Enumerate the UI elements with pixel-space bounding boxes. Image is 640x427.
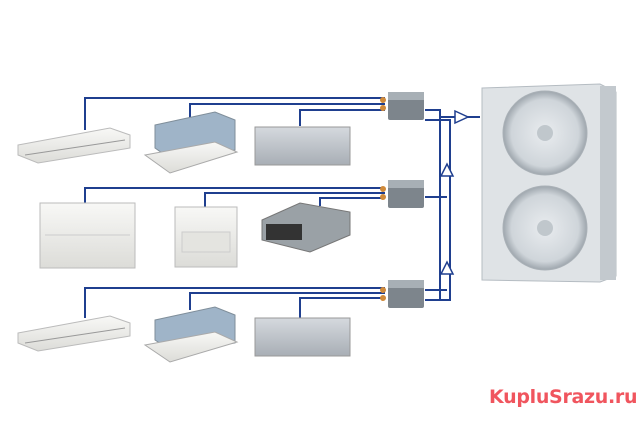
branch-box-3 <box>380 280 424 308</box>
cassette-unit-2 <box>143 306 239 363</box>
branch-box-1 <box>380 92 424 120</box>
watermark: KupluSrazu.ru <box>489 386 638 408</box>
ceiling-unit-1 <box>17 127 131 164</box>
wall-unit-2 <box>254 317 351 357</box>
branch-box-2 <box>380 180 424 208</box>
refrigerant-pipes <box>84 97 480 318</box>
outdoor-unit <box>481 83 617 283</box>
cassette-unit-1 <box>143 111 239 174</box>
ceiling-unit-2 <box>17 315 131 352</box>
flow-arrows <box>439 109 470 275</box>
console-unit <box>174 206 238 268</box>
floor-ceiling-unit <box>39 202 136 269</box>
wall-unit-1 <box>254 126 351 166</box>
ducted-unit <box>261 202 351 253</box>
